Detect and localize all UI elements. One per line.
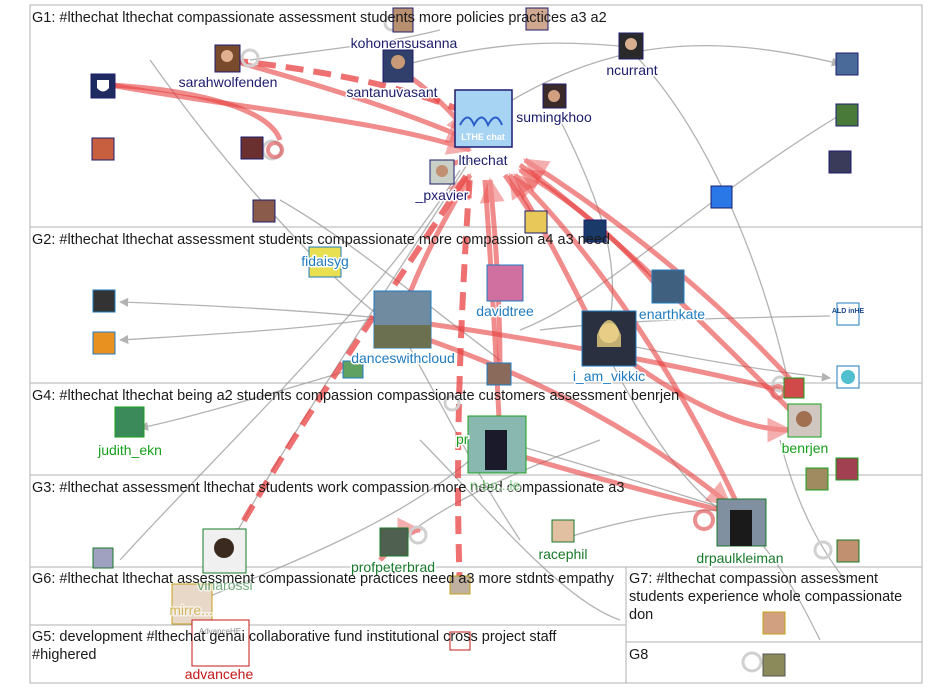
node-benrjen[interactable] [787,403,822,438]
node-g1-j[interactable] [583,219,607,243]
node-g1-b[interactable] [240,136,264,160]
node-advancehe[interactable]: AdvanceHE [191,619,250,667]
lthechat-logo-text: LTHE chat [461,132,505,142]
node-g1-d[interactable] [835,52,859,76]
node-g1-shield[interactable] [90,73,116,99]
node-g1-g[interactable] [710,185,733,209]
node-santanuvasant[interactable] [382,49,414,83]
node-g2-star[interactable] [836,365,860,389]
node-g4-main[interactable] [467,415,527,474]
node-racephil[interactable] [551,519,575,543]
nodes: LTHE chat ALD inHE [90,7,865,677]
advancehe-logo-text: AdvanceHE [199,627,241,636]
node-g7-a[interactable] [762,611,786,635]
label-sarahwolfenden: sarahwolfenden [179,74,278,90]
group-boxes [29,4,923,684]
node-labels: lthechat kohonensusanna sarahwolfenden s… [96,34,830,684]
label-davidtree: davidtree [476,303,534,319]
node-g4-a[interactable] [783,377,805,399]
label-ncurrant: ncurrant [606,62,657,78]
node-profpeterbrad[interactable] [379,527,409,557]
group-title-g6: G6: #lthechat lthechat assessment compas… [32,571,615,587]
group-title-g8: G8 [629,647,648,663]
node-g6-mirre[interactable] [171,583,213,625]
node-g2-a[interactable] [486,362,512,386]
edges-gray [119,29,846,641]
node-drpaulkleiman[interactable] [716,498,767,547]
group-title-g5-line2: #highered [32,647,97,663]
node-g3-big[interactable] [202,528,247,574]
group-title-g5-line1: G5: development #lthechat genai collabor… [32,629,557,645]
group-title-g2: G2: #lthechat lthechat assessment studen… [32,232,610,248]
node-g2-aldinhe[interactable]: ALD inHE [832,302,865,326]
label-profpeterbrad: profpeterbrad [351,559,435,575]
node-g2-calc[interactable] [92,289,116,313]
group-title-g7: G7: #lthechat compassion assessment stud… [629,571,906,623]
node-fidaisyg[interactable] [308,246,342,278]
label-sumingkhoo: sumingkhoo [516,109,592,125]
node-g2-b[interactable] [342,360,364,379]
node-lthechat[interactable]: LTHE chat [454,89,513,148]
node-sumingkhoo[interactable] [542,83,567,109]
group-title-g6-line1: G6: #lthechat lthechat assessment compas… [32,571,615,587]
node-enarthkate[interactable] [651,269,685,304]
node-judith_ekn[interactable] [114,406,145,438]
group-title-g1: G1: #lthechat lthechat compassionate ass… [32,10,607,26]
node-g1-f[interactable] [828,150,852,174]
label-lthechat: lthechat [458,152,507,168]
node-g1-i[interactable] [524,210,548,234]
label-_pxavier: _pxavier [415,187,469,203]
node-g1-e[interactable] [835,103,859,127]
label-danceswithcloud: danceswithcloud [351,350,455,366]
node-g5-small[interactable] [449,631,471,651]
label-partial-mirre: mirre... [169,602,213,618]
node-i_am_vikkic[interactable] [581,310,637,367]
label-partial-vinarossi: vinarossi [197,577,252,593]
group-title-g4: G4: #lthechat lthechat being a2 students… [32,388,679,404]
label-partial-g4: n-bo...le [470,477,521,493]
label-kohonensusanna: kohonensusanna [351,35,458,51]
node-g4-b[interactable] [835,457,859,481]
group-title-g7-line2: students experience whole compassionate [629,589,902,605]
group-title-g5: G5: development #lthechat genai collabor… [32,629,561,663]
aldinhe-logo-text: ALD inHE [832,308,865,315]
label-enarthkate: enarthkate [639,306,705,322]
node-g3-a[interactable] [92,547,114,569]
group-title-g3: G3: #lthechat assessment lthechat studen… [32,480,624,496]
node-g6-b[interactable] [449,575,471,595]
node-davidtree[interactable] [486,264,524,302]
node-sarahwolfenden[interactable] [214,44,241,73]
node-kohonensusanna[interactable] [392,7,414,33]
node-g3-b[interactable] [836,539,860,563]
node-g1-a[interactable] [91,137,115,161]
group-titles: G1: #lthechat lthechat compassionate ass… [32,10,679,496]
label-santanuvasant: santanuvasant [346,84,437,100]
group-box-g8 [625,641,923,684]
label-racephil: racephil [538,546,587,562]
node-ncurrant[interactable] [618,32,644,60]
label-partial-pr: pr [456,431,469,447]
label-drpaulkleiman: drpaulkleiman [696,550,783,566]
node-g4-c[interactable] [805,467,829,491]
node-g8-a[interactable] [762,653,786,677]
node-_pxavier[interactable] [429,159,455,185]
group-title-g7-line1: G7: #lthechat compassion assessment [629,571,878,587]
lower-titles: G6: #lthechat lthechat assessment compas… [32,571,906,663]
node-g2-orange[interactable] [92,331,116,355]
label-advancehe: advancehe [185,666,254,682]
label-benrjen: benrjen [782,440,829,456]
node-g1-c[interactable] [252,199,276,223]
node-g1-h[interactable] [525,7,549,31]
label-fidaisyg: fidaisyg [301,253,348,269]
node-danceswithcloud[interactable] [373,290,432,349]
group-title-g7-line3: don [629,607,653,623]
label-i_am_vikkic: i_am_vikkic [573,368,645,384]
label-judith_ekn: judith_ekn [97,442,162,458]
